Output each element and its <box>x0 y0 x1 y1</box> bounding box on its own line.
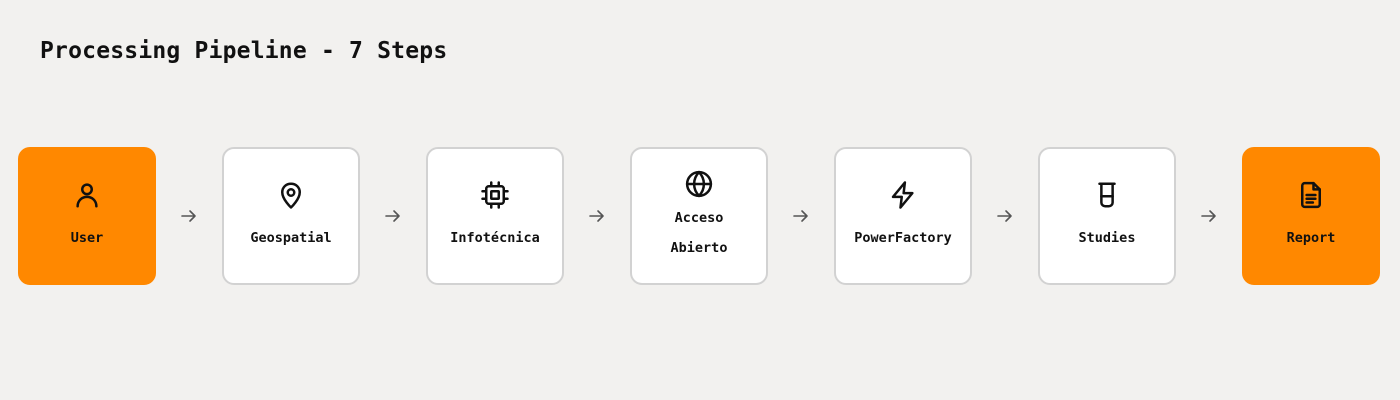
step-report[interactable]: Report <box>1242 147 1380 285</box>
step-user[interactable]: User <box>18 147 156 285</box>
map-pin-icon <box>276 180 306 210</box>
cpu-chip-icon <box>480 180 510 210</box>
step-geospatial[interactable]: Geospatial <box>222 147 360 285</box>
step-label: User <box>70 229 104 246</box>
document-icon <box>1296 180 1326 210</box>
lightning-bolt-icon <box>888 180 918 210</box>
step-label: Geospatial <box>250 229 332 246</box>
globe-icon <box>684 169 714 199</box>
step-label: Report <box>1286 229 1336 246</box>
step-label: Infotécnica <box>450 229 540 246</box>
arrow-right-icon <box>768 146 834 286</box>
arrow-right-icon <box>360 146 426 286</box>
user-icon <box>72 180 102 210</box>
step-label: Acceso Abierto <box>670 210 728 256</box>
step-powerfactory[interactable]: PowerFactory <box>834 147 972 285</box>
beaker-icon <box>1092 180 1122 210</box>
step-label: Studies <box>1078 229 1136 246</box>
step-infotecnica[interactable]: Infotécnica <box>426 147 564 285</box>
arrow-right-icon <box>156 146 222 286</box>
pipeline-flow: User Geospatial Infotécnica <box>18 146 1380 286</box>
step-label: PowerFactory <box>854 229 952 246</box>
arrow-right-icon <box>1176 146 1242 286</box>
arrow-right-icon <box>972 146 1038 286</box>
arrow-right-icon <box>564 146 630 286</box>
step-studies[interactable]: Studies <box>1038 147 1176 285</box>
diagram-title: Processing Pipeline - 7 Steps <box>40 38 448 64</box>
step-acceso-abierto[interactable]: Acceso Abierto <box>630 147 768 285</box>
